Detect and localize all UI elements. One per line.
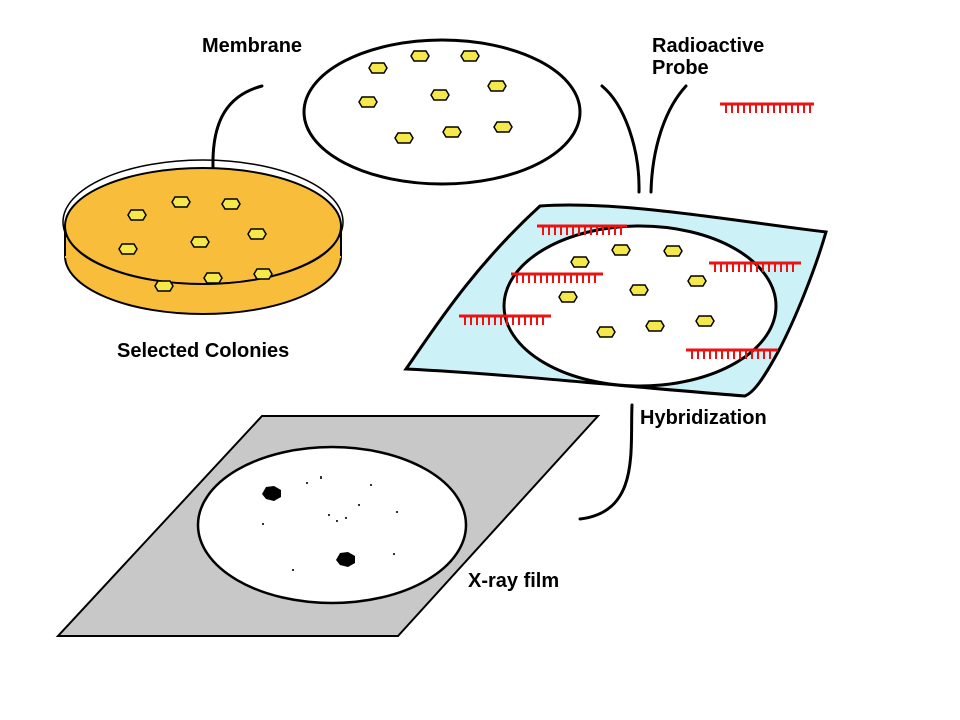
colony-icon [687,275,707,287]
colony-icon [430,89,450,101]
colony-icon [611,244,631,256]
colony-icon [629,284,649,296]
connector-sheet-to-film [578,403,634,521]
dna-probe-icon [686,348,778,359]
dna-probe-icon [709,261,801,272]
colony-icon [118,243,138,255]
label-probe: Probe [652,57,709,79]
colony-icon [221,198,241,210]
colony-icon [645,320,665,332]
dna-probe-icon [720,102,814,113]
colony-icon [203,272,223,284]
dna-probe-icon [537,224,627,235]
colony-icon [394,132,414,144]
colony-icon [410,50,430,62]
petri-dish [62,159,344,315]
hybridization-sheet [403,203,828,398]
label-membrane: Membrane [202,35,303,57]
colony-icon [127,209,147,221]
membrane-disc [302,38,582,186]
colony-icon [358,96,378,108]
colony-icon [695,315,715,327]
connector-lines [211,84,688,521]
colony-icon [190,236,210,248]
colony-icon [493,121,513,133]
xray-film [55,415,601,637]
label-radioactive: Radioactive [652,35,765,57]
sheet-probes [459,224,801,359]
label-xray-film: X-ray film [468,570,560,592]
colony-icon [460,50,480,62]
colony-icon [253,268,273,280]
connector-probe-to-sheet [649,84,688,194]
colony-icon [368,62,388,74]
colony-icon [596,326,616,338]
colony-icon [663,245,683,257]
label-selected-colonies: Selected Colonies [117,340,290,362]
colony-icon [487,80,507,92]
xray-spot [262,486,281,501]
radioactive-probe-icon [720,102,814,113]
connector-membrane-to-sheet [600,84,641,194]
colony-icon [570,256,590,268]
dish-colonies [118,196,273,292]
colony-icon [558,291,578,303]
xray-speckles [262,476,398,571]
colony-icon [171,196,191,208]
dna-probe-icon [459,314,551,325]
colony-icon [442,126,462,138]
connector-membrane-to-dish [211,84,264,169]
membrane-colonies [358,50,513,144]
colony-icon [247,228,267,240]
colony-icon [154,280,174,292]
xray-spot [336,552,355,567]
dna-probe-icon [511,272,603,283]
sheet-colonies [558,244,715,338]
label-hybridization: Hybridization [640,407,767,429]
